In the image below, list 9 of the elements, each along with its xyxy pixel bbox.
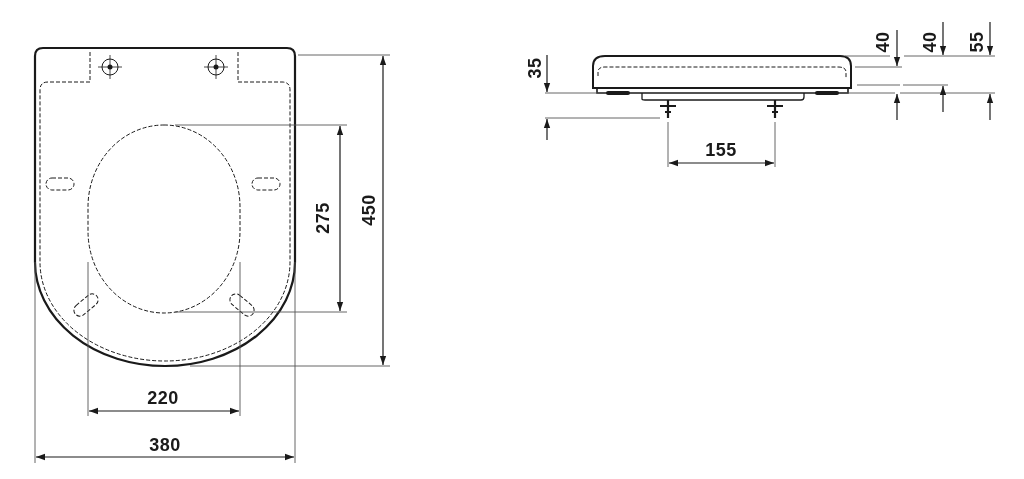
dimension-label: 380 <box>149 436 181 454</box>
dimension-label: 35 <box>526 57 544 79</box>
dimension-label: 40 <box>921 31 939 53</box>
dimension-label: 450 <box>360 194 378 226</box>
dimension-label: 55 <box>968 31 986 53</box>
dimension-label: 275 <box>314 202 332 234</box>
dimension-label: 40 <box>874 31 892 53</box>
dimension-label: 155 <box>705 141 737 159</box>
dimension-label: 220 <box>147 389 179 407</box>
